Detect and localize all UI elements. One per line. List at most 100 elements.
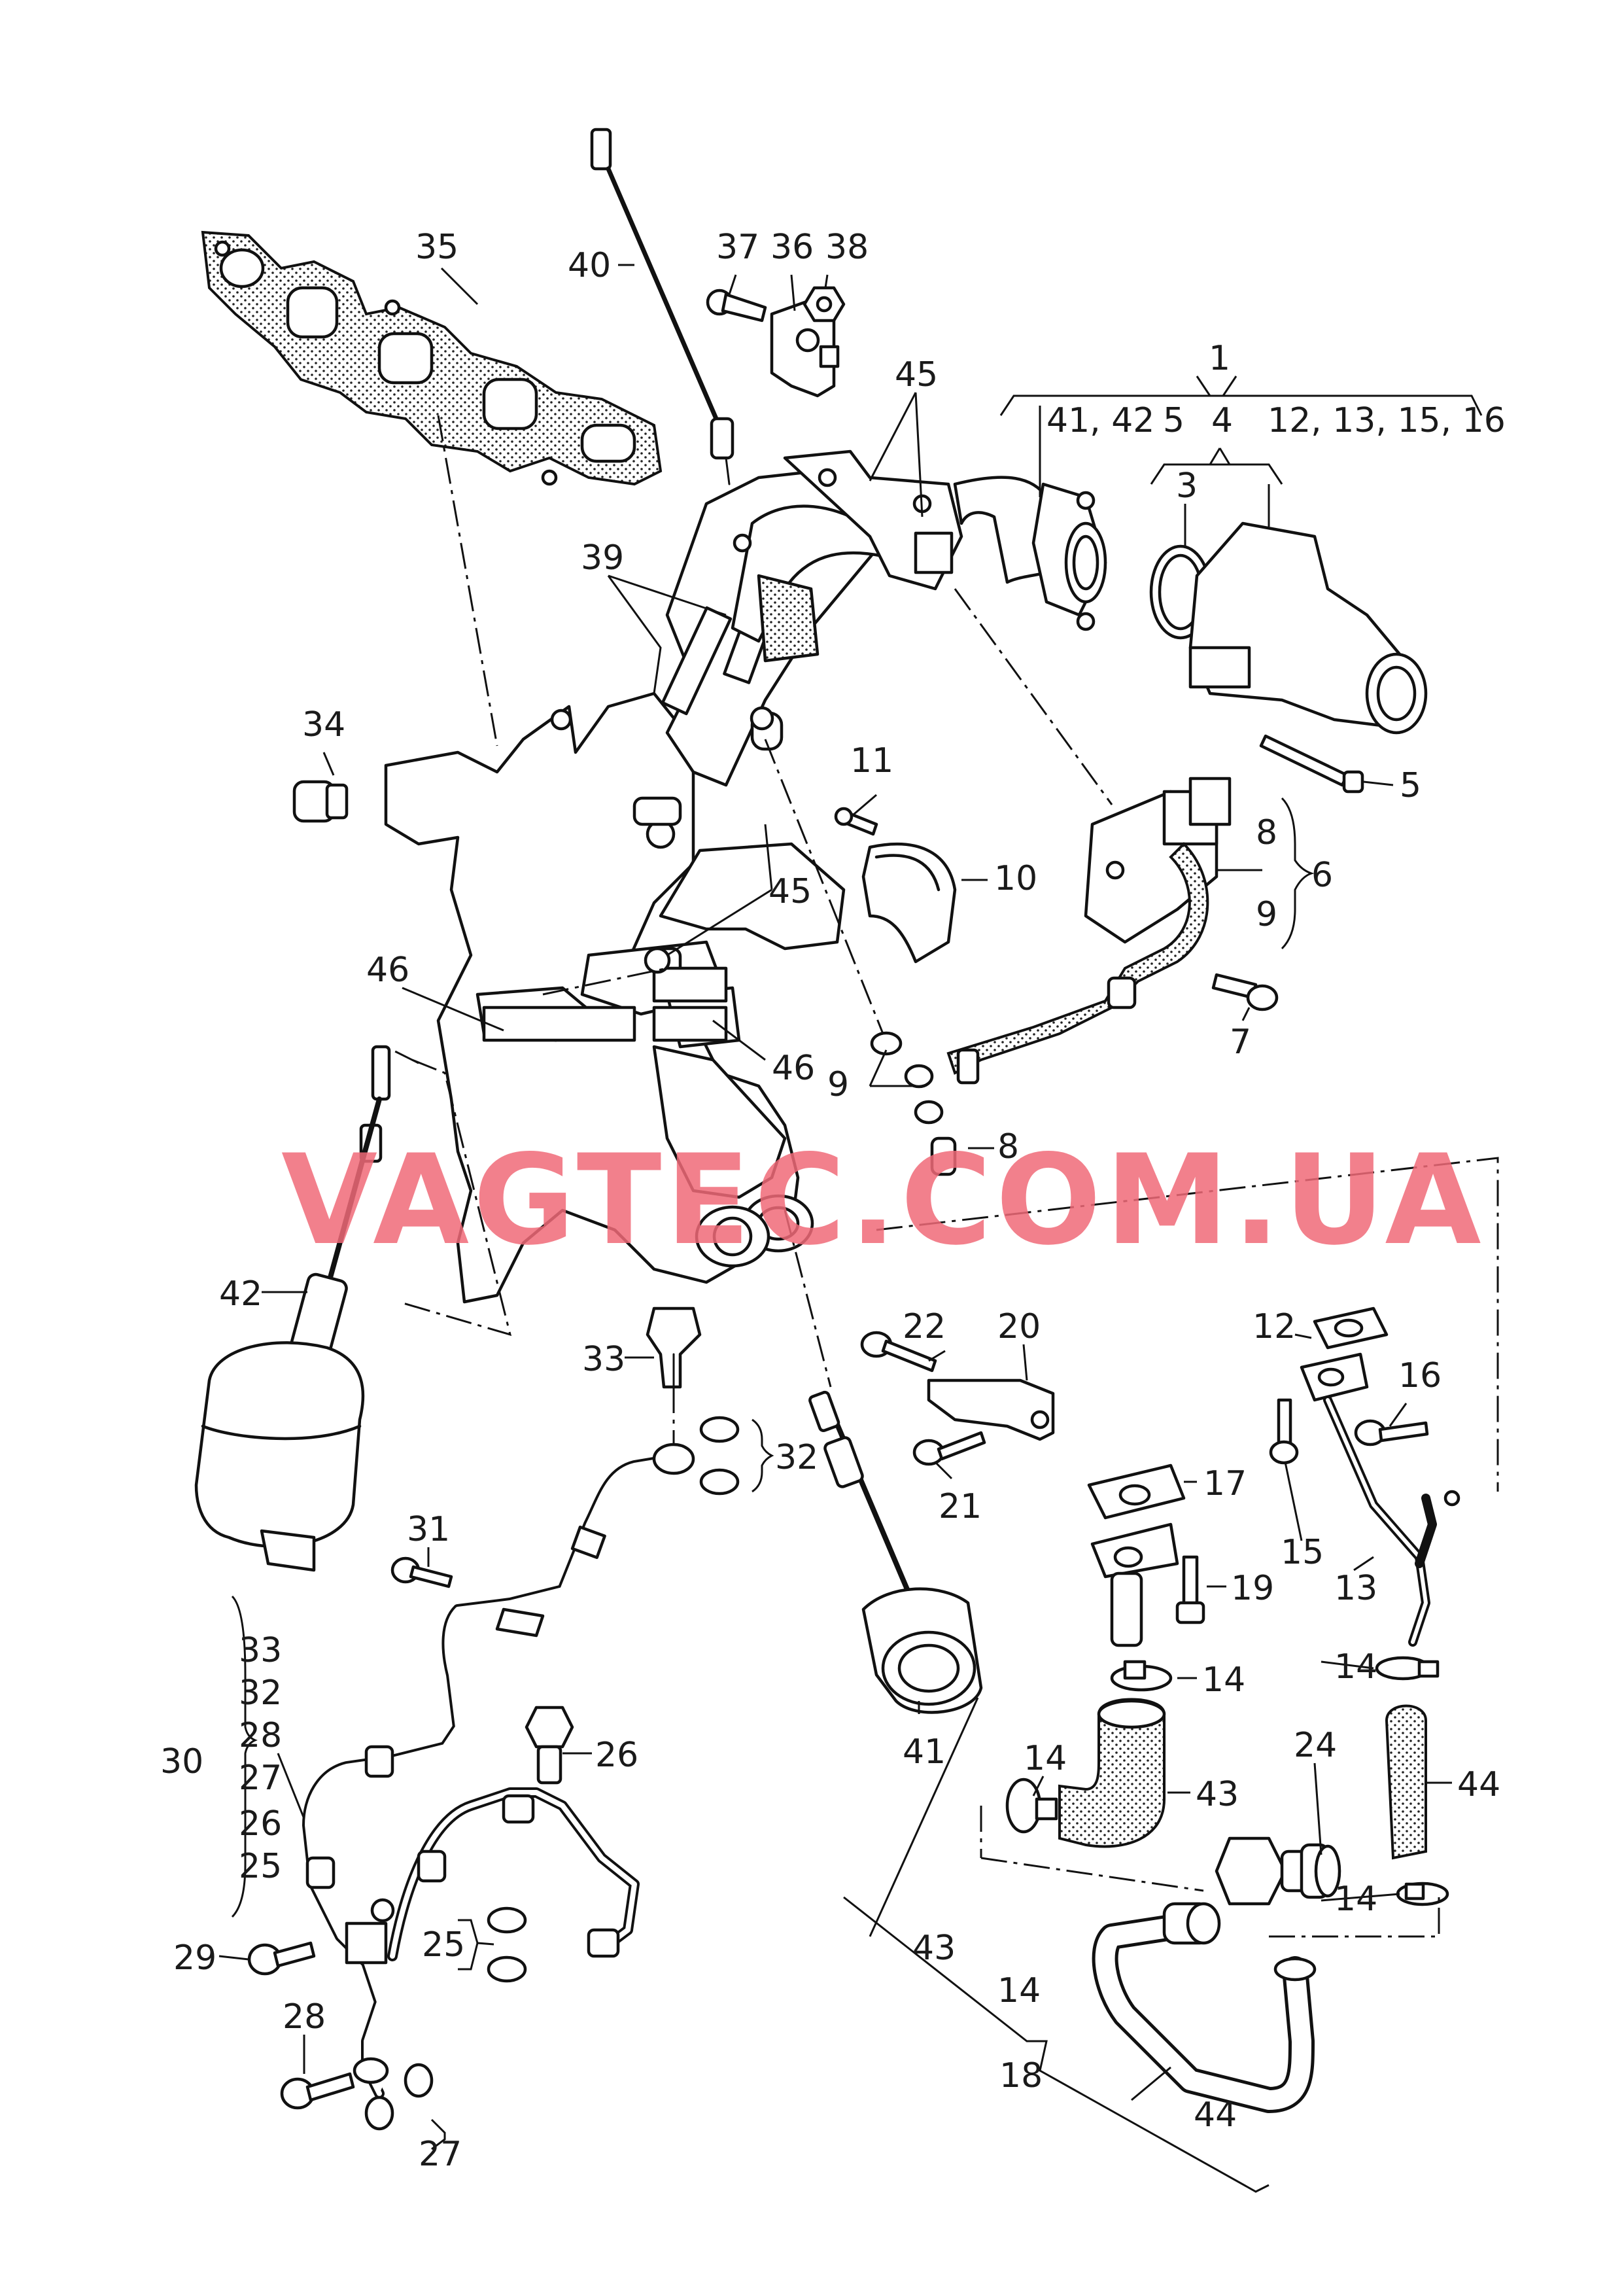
callout-29: 29 [173, 1938, 216, 1978]
hollow-bolt-8 [930, 1136, 957, 1176]
callout-17: 17 [1203, 1464, 1247, 1503]
egr-valve-4 [1188, 521, 1428, 735]
group-header-4: 4 [1211, 401, 1233, 440]
callout-42: 42 [219, 1274, 262, 1314]
callout-25b: 25 [422, 1925, 465, 1965]
callout-40: 40 [568, 246, 611, 285]
callout-28b: 28 [283, 1997, 326, 2037]
elbow-hose-43 [1058, 1698, 1166, 1848]
oil-supply-line [302, 1443, 695, 2099]
callout-3: 3 [1176, 466, 1198, 506]
leader-lines [218, 264, 1483, 2193]
callout-19: 19 [1231, 1569, 1274, 1608]
bracket-20 [927, 1378, 1055, 1441]
bolt-22 [860, 1331, 937, 1373]
callout-26: 26 [595, 1736, 638, 1775]
callout-43: 43 [1196, 1775, 1239, 1814]
callout-26b: 26 [239, 1804, 282, 1844]
bolt-15 [1269, 1398, 1299, 1465]
pressure-actuator-42 [194, 1045, 391, 1572]
callout-20: 20 [997, 1307, 1041, 1346]
callout-27b: 27 [419, 2135, 462, 2174]
callout-32b: 32 [239, 1673, 282, 1713]
vacuum-valve-6 [946, 777, 1232, 1085]
callout-46b: 46 [772, 1049, 815, 1088]
hose-clamp-14 [1005, 1656, 1449, 1906]
callout-10: 10 [994, 859, 1037, 898]
callout-38: 38 [825, 228, 869, 267]
manifold-gasket [201, 230, 663, 486]
callout-6: 6 [1311, 856, 1333, 895]
callout-15: 15 [1281, 1533, 1324, 1572]
callout-8b: 8 [997, 1127, 1019, 1166]
callout-35: 35 [415, 228, 458, 267]
callout-24: 24 [1294, 1726, 1337, 1765]
temperature-sender [590, 128, 734, 485]
seal-9 [870, 1031, 944, 1125]
oil-pipe-13 [1300, 1352, 1460, 1647]
turbocharger-assembly [384, 449, 963, 1304]
callout-14d: 14 [1334, 1880, 1377, 1919]
bolt-31 [390, 1556, 453, 1588]
bolt-37 [706, 289, 767, 323]
callout-43b: 43 [912, 1929, 956, 1968]
callout-32: 32 [775, 1438, 818, 1477]
callout-36: 36 [770, 228, 814, 267]
callout-11: 11 [850, 741, 893, 780]
banjo-bolt-26 [525, 1706, 574, 1785]
bolt-29 [247, 1941, 316, 1976]
seals-25 [487, 1906, 527, 1983]
callout-14e: 14 [997, 1971, 1041, 2010]
callout-21: 21 [939, 1487, 982, 1526]
callout-45b: 45 [769, 872, 812, 911]
group-header-12-16: 12, 13, 15, 16 [1268, 401, 1506, 440]
gasket-17 [1087, 1463, 1186, 1520]
callout-14b: 14 [1024, 1739, 1067, 1778]
callout-22: 22 [903, 1307, 946, 1346]
callout-12: 12 [1253, 1307, 1296, 1346]
callout-1: 1 [1209, 339, 1230, 378]
seals-27 [364, 2063, 434, 2131]
callout-37: 37 [716, 228, 759, 267]
callout-31: 31 [407, 1510, 450, 1549]
watermark: VAGTEC.COM.UA [281, 1128, 1485, 1272]
heat-shield-10 [861, 842, 957, 964]
callout-25: 25 [239, 1847, 282, 1886]
banjo-bolt-33 [646, 1306, 702, 1389]
callout-9b: 9 [827, 1065, 849, 1104]
callout-14a: 14 [1202, 1660, 1245, 1700]
callout-45: 45 [895, 355, 938, 394]
group-header-5: 5 [1163, 401, 1184, 440]
egr-pipe [953, 476, 1107, 631]
callout-39: 39 [581, 538, 624, 578]
callout-33b: 33 [239, 1631, 282, 1670]
gasket-12 [1313, 1306, 1389, 1350]
callout-14c: 14 [1334, 1647, 1377, 1687]
bolt-11 [834, 807, 878, 836]
callout-41: 41 [903, 1732, 946, 1772]
bolt-28 [280, 2072, 355, 2110]
callout-8: 8 [1256, 813, 1277, 852]
callout-27: 27 [239, 1759, 282, 1798]
callout-9: 9 [1256, 895, 1277, 934]
callout-16: 16 [1398, 1356, 1442, 1395]
group-header-41-42: 41, 42 [1046, 401, 1154, 440]
callout-33: 33 [582, 1340, 625, 1379]
seals-32 [699, 1416, 740, 1496]
bolt-21 [912, 1431, 986, 1466]
hose-44 [1385, 1704, 1427, 1860]
bolt-5 [1259, 734, 1394, 794]
plug-34 [292, 780, 349, 823]
oil-return-pipe-18 [1092, 1902, 1317, 2113]
callout-5: 5 [1400, 766, 1421, 805]
callout-18: 18 [999, 2056, 1043, 2095]
pressure-actuator-41 [808, 1390, 983, 1714]
callout-13: 13 [1334, 1569, 1377, 1608]
adapter-24 [1215, 1836, 1341, 1906]
callout-7: 7 [1230, 1023, 1251, 1062]
nut-38 [803, 286, 846, 323]
callout-44: 44 [1457, 1765, 1500, 1804]
callout-labels: 1 41, 42 5 4 12, 13, 15, 16 3 5 6 8 9 7 … [160, 228, 1506, 2174]
bolt-19 [1175, 1555, 1205, 1624]
